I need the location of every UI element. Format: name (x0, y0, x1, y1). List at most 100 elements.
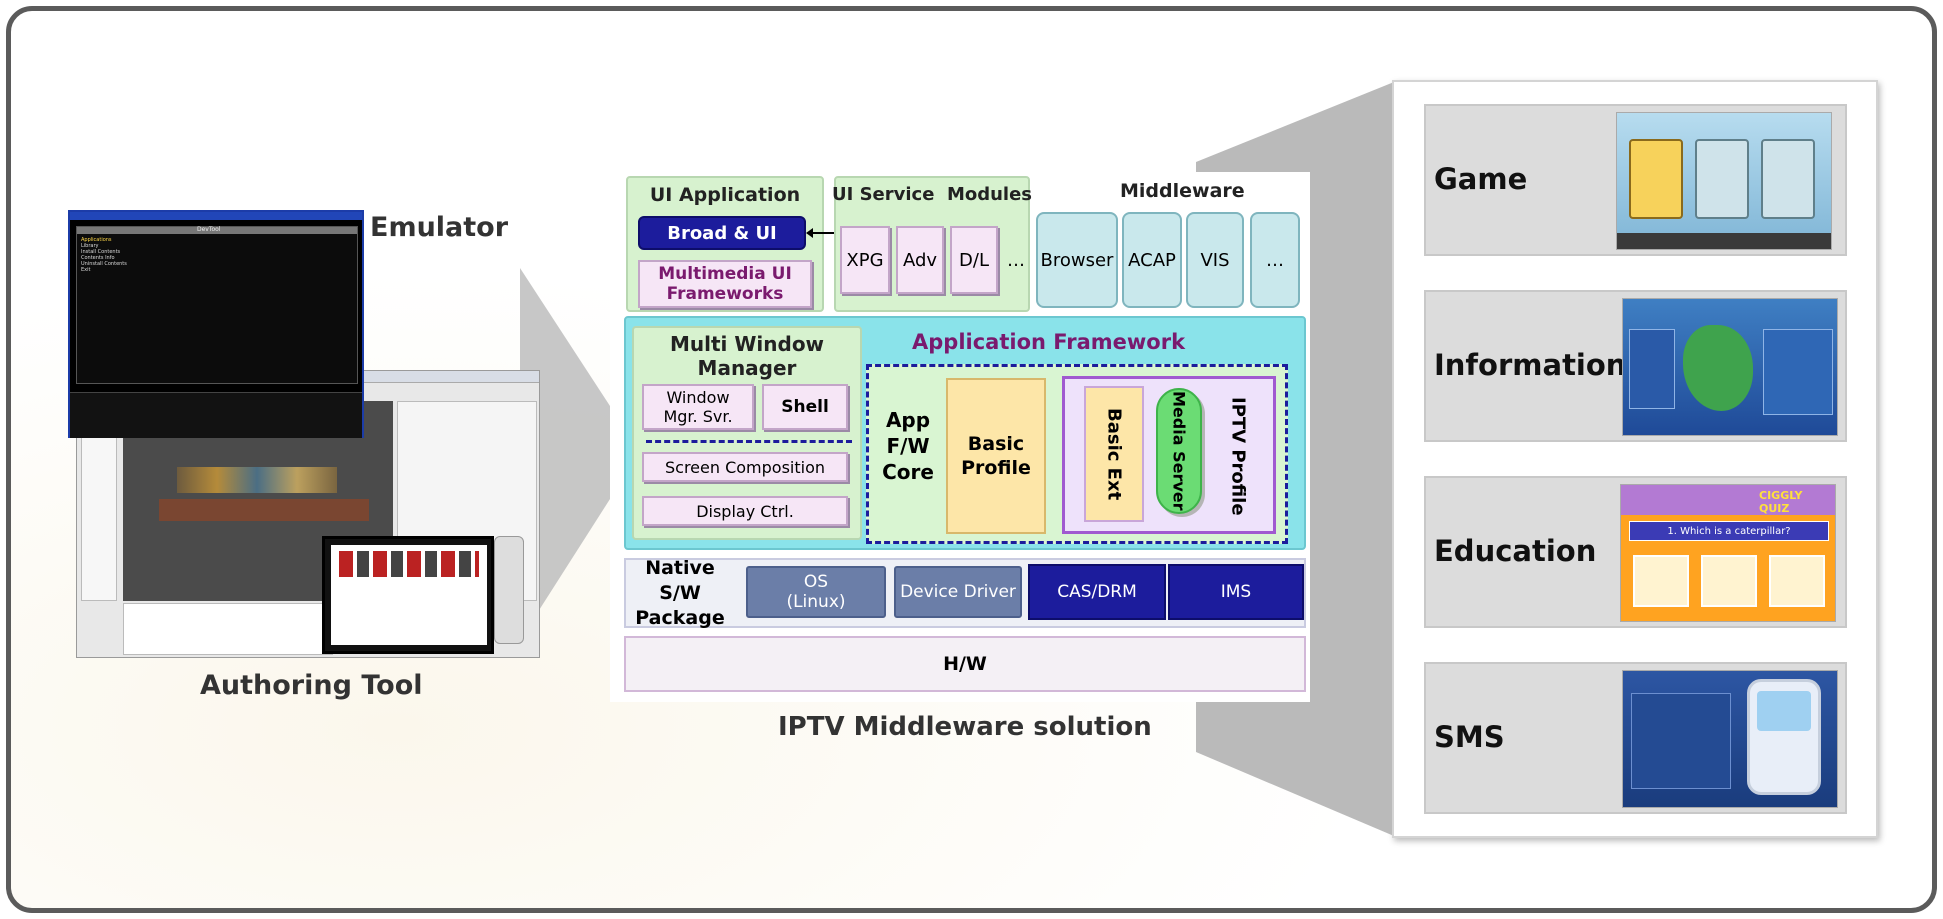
service-card-sms: SMS (1424, 662, 1847, 814)
phone-screen (1757, 691, 1811, 731)
left-wedge (520, 268, 640, 640)
authoring-menu-strip (159, 499, 369, 521)
native-sw-package-box: Native S/W Package (626, 557, 734, 629)
emulator-label: Emulator (370, 212, 509, 243)
display-ctrl-label: Display Ctrl. (696, 501, 794, 521)
app-fw-core-box: App F/W Core (872, 396, 944, 496)
broad-ui-label: Broad & UI (667, 222, 777, 244)
emulator-menu-item: Exit (81, 267, 91, 273)
window-mgr-svr-label: Window Mgr. Svr. (663, 388, 733, 426)
weather-map (1683, 325, 1753, 411)
service-item-more: … (1004, 246, 1028, 274)
authoring-code-panel (123, 603, 333, 655)
diagram-caption: IPTV Middleware solution (778, 712, 1152, 742)
information-thumbnail (1622, 298, 1838, 436)
emulator-menu-item: Applications (81, 237, 112, 243)
service-card-title: Information (1434, 348, 1627, 382)
emulator-menu-list: Applications Library Install Contents Co… (81, 237, 127, 273)
middleware-item-label: ACAP (1128, 249, 1176, 271)
service-item-label: XPG (846, 249, 884, 271)
game-character-card (1761, 139, 1815, 219)
screen-composition-box: Screen Composition (642, 452, 848, 482)
emulator-titlebar (70, 212, 362, 220)
service-item-adv: Adv (896, 226, 944, 294)
basic-profile-box: Basic Profile (946, 378, 1046, 534)
screen-composition-label: Screen Composition (664, 457, 825, 477)
service-item-label: … (1007, 249, 1025, 271)
edu-logo: CIGGLY QUIZ (1759, 489, 1803, 515)
weather-side-menu (1629, 329, 1675, 409)
remote-control-icon (494, 536, 524, 644)
middleware-item-label: VIS (1200, 249, 1230, 271)
authoring-thumbnails (177, 467, 337, 493)
service-card-title: Game (1434, 162, 1528, 196)
game-bottom-bar (1617, 233, 1831, 249)
media-server-box: Media Server (1156, 388, 1202, 514)
education-thumbnail: CIGGLY QUIZ 1. Which is a caterpillar? (1620, 484, 1836, 622)
emulator-window-title: DevTool (197, 226, 221, 233)
sms-thumbnail (1622, 670, 1838, 808)
game-character-card (1695, 139, 1749, 219)
service-item-xpg: XPG (840, 226, 890, 294)
cas-drm-box: CAS/DRM (1028, 564, 1166, 620)
tv-screen (331, 545, 487, 645)
multi-window-manager-label: Multi Window Manager (669, 332, 825, 380)
authoring-tool-label: Authoring Tool (200, 670, 423, 701)
service-item-label: D/L (959, 249, 989, 271)
app-fw-core-label: App F/W Core (882, 408, 934, 484)
middleware-item-more: … (1250, 212, 1300, 308)
ims-box: IMS (1168, 564, 1304, 620)
hw-box: H/W (624, 636, 1306, 692)
iptv-profile-label: IPTV Profile (1227, 396, 1249, 516)
emulator-menu-item: Install Contents (81, 249, 121, 255)
sms-menu (1631, 693, 1731, 789)
emulator-menu-item: Uninstall Contents (81, 261, 127, 267)
multimedia-ui-label: Multimedia UI Frameworks (658, 264, 792, 304)
middleware-item-acap: ACAP (1122, 212, 1182, 308)
emulator-controls (70, 392, 362, 438)
tv-posters (339, 551, 479, 577)
shell-box: Shell (762, 384, 848, 430)
service-card-title: SMS (1434, 720, 1505, 754)
native-sw-package-label: Native S/W Package (635, 556, 725, 629)
emulator-menu-item: Contents Info (81, 255, 115, 261)
service-card-information: Information (1424, 290, 1847, 442)
shell-label: Shell (781, 397, 829, 417)
weather-info-panel (1763, 329, 1833, 415)
basic-ext-box: Basic Ext (1084, 386, 1144, 522)
cas-drm-label: CAS/DRM (1057, 582, 1137, 602)
os-box: OS (Linux) (746, 566, 886, 618)
emulator-menu: DevTool Applications Library Install Con… (76, 226, 358, 384)
iptv-profile-label-box: IPTV Profile (1208, 388, 1268, 524)
emulator-menu-item: Library (81, 243, 99, 249)
emulator-menu-header (77, 227, 357, 234)
media-server-label: Media Server (1169, 391, 1189, 511)
game-character-card (1629, 139, 1683, 219)
middleware-item-label: … (1266, 249, 1284, 271)
middleware-item-label: Browser (1040, 249, 1114, 271)
window-mgr-svr-box: Window Mgr. Svr. (642, 384, 754, 430)
mwm-divider (646, 440, 852, 443)
service-card-game: Game (1424, 104, 1847, 256)
service-card-education: Education CIGGLY QUIZ 1. Which is a cate… (1424, 476, 1847, 628)
tv-preview (322, 536, 494, 654)
device-driver-label: Device Driver (900, 582, 1016, 602)
hw-label: H/W (943, 653, 987, 675)
service-item-label: Adv (902, 249, 938, 271)
multimedia-ui-box: Multimedia UI Frameworks (638, 260, 812, 308)
edu-question: 1. Which is a caterpillar? (1629, 521, 1829, 541)
middleware-item-vis: VIS (1186, 212, 1244, 308)
display-ctrl-box: Display Ctrl. (642, 496, 848, 526)
ims-label: IMS (1220, 582, 1252, 602)
edu-answer-card (1769, 555, 1825, 607)
service-card-title: Education (1434, 534, 1597, 568)
middleware-label: Middleware (1120, 180, 1245, 202)
broad-ui-box: Broad & UI (638, 216, 806, 250)
application-framework-label: Application Framework (912, 330, 1186, 354)
game-thumbnail (1616, 112, 1832, 250)
service-item-dl: D/L (950, 226, 998, 294)
middleware-item-browser: Browser (1036, 212, 1118, 308)
edu-answer-card (1701, 555, 1757, 607)
ui-application-label: UI Application (649, 184, 801, 206)
emulator-screenshot: DevTool Applications Library Install Con… (68, 210, 364, 438)
